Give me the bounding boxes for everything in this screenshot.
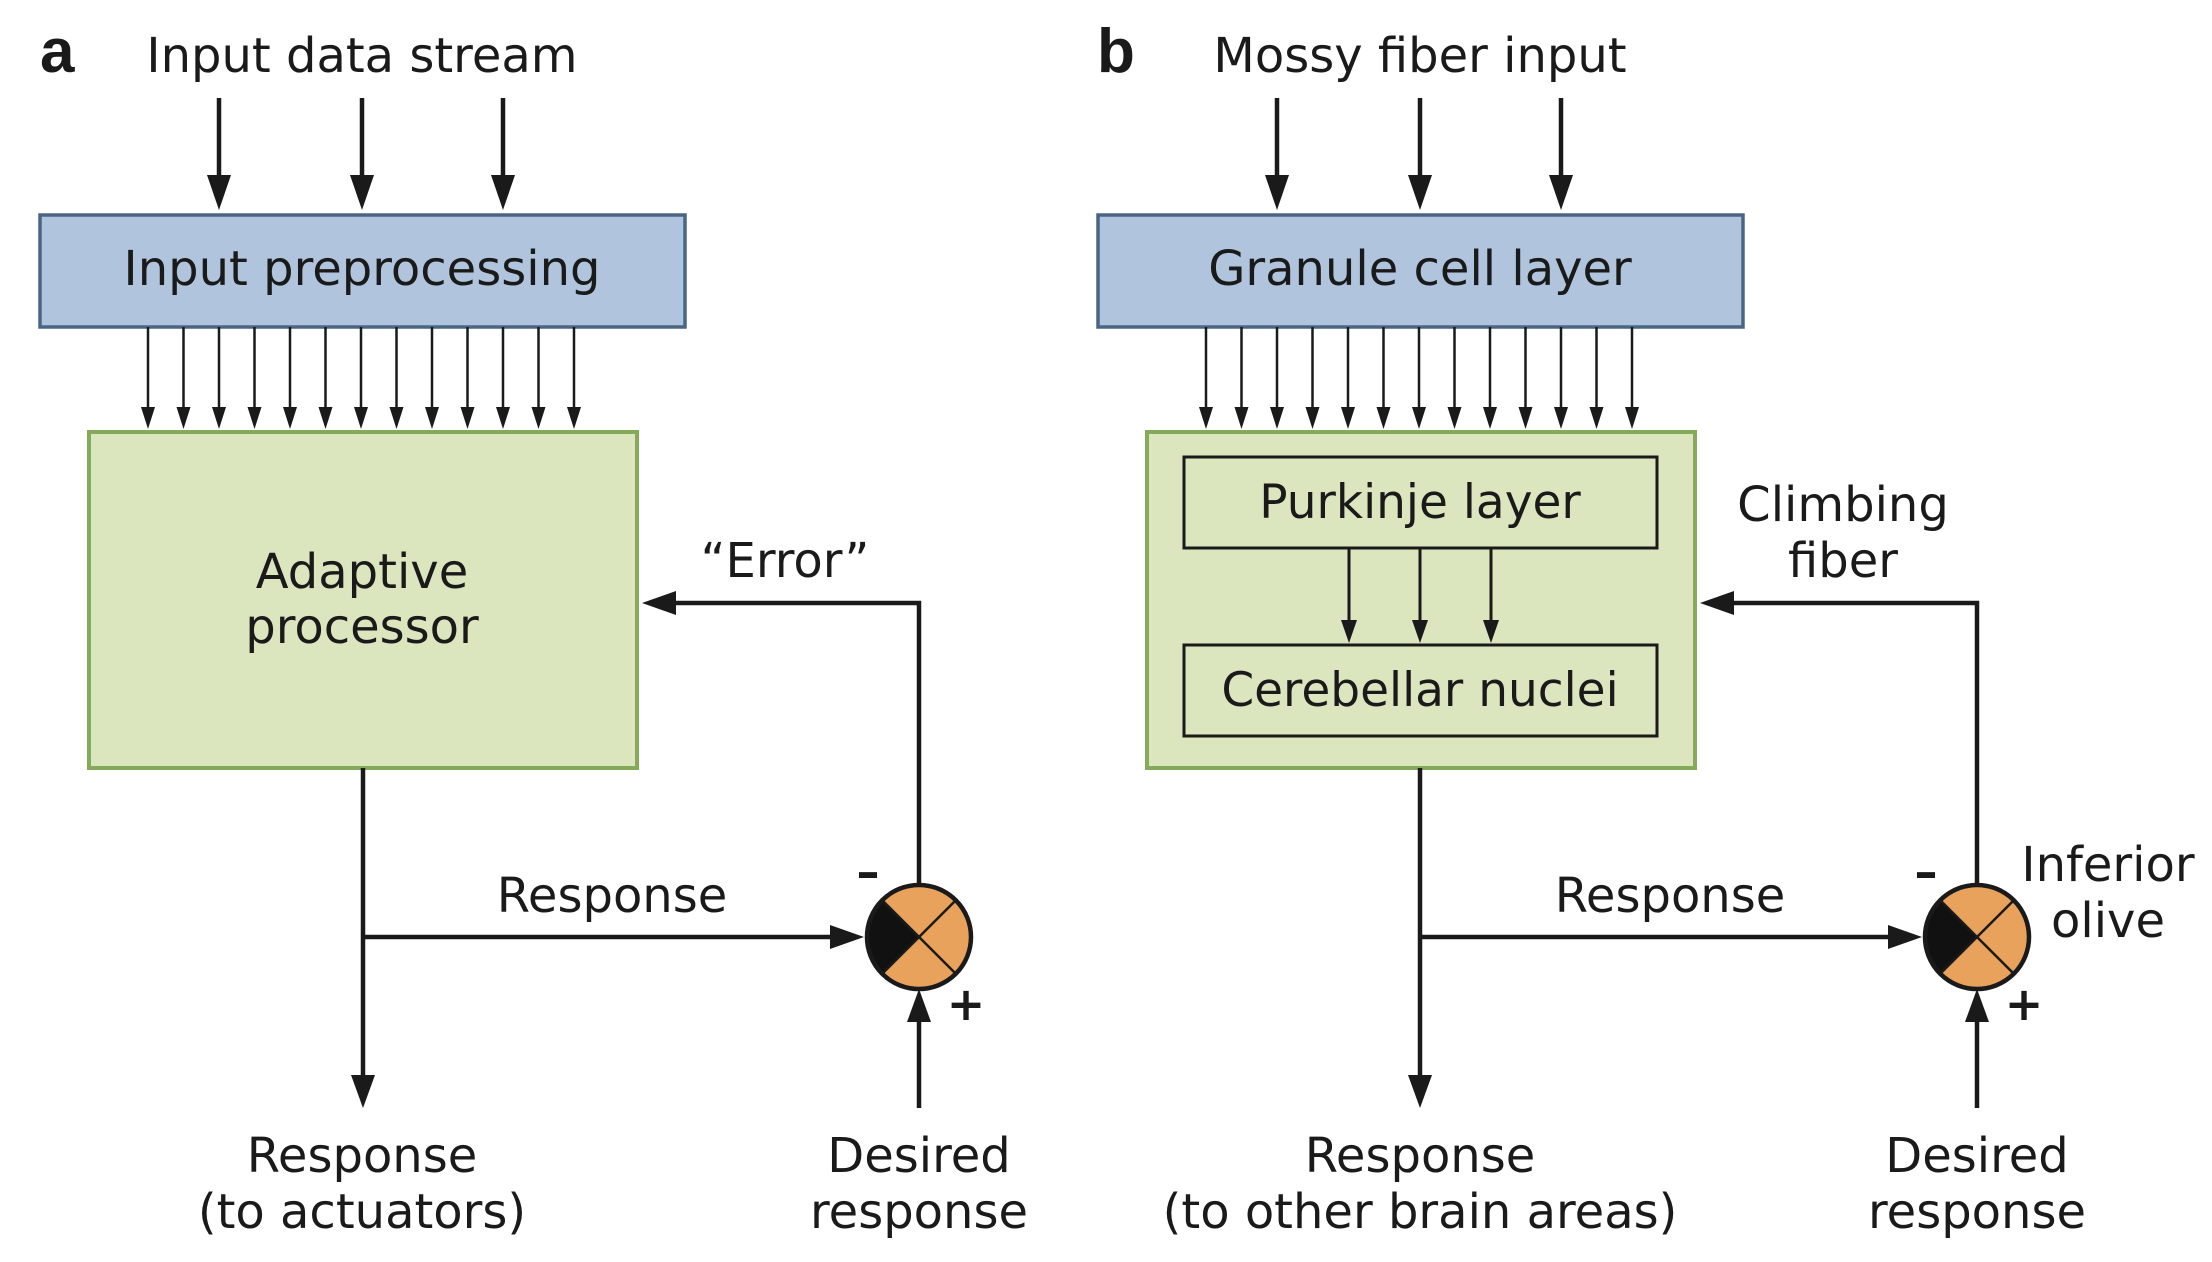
input-preprocessing-box [38, 213, 687, 329]
panel-a-response-label: Response [497, 868, 728, 924]
comparator-dark-sector [866, 900, 919, 974]
output-arrow-head [1408, 1075, 1432, 1108]
fan-arrow-head [531, 407, 546, 429]
comparator-dark-sector [1924, 900, 1977, 974]
fan-arrow-head [425, 407, 439, 429]
fan-arrow-head [460, 407, 475, 429]
fan-arrow-head [141, 407, 155, 429]
purkinje-layer-label: Purkinje layer [1259, 475, 1581, 530]
panel-a: a Input data stream Input preprocessing … [38, 17, 1028, 1240]
input-arrow-head [1408, 175, 1432, 210]
comparator-cross [881, 899, 957, 975]
panel-a-output-label-line2: (to actuators) [198, 1184, 526, 1240]
fan-arrow-head [1589, 407, 1604, 429]
panel-b-comparator [1922, 882, 2032, 992]
panel-b-input-label: Mossy fiber input [1213, 28, 1626, 84]
purkinje-to-nuclei-arrows [1341, 548, 1499, 643]
panel-b-desired-label-line1: Desired [1885, 1128, 2069, 1184]
panel-b-plus-sign: + [2005, 977, 2044, 1031]
input-arrow-head [207, 175, 231, 210]
input-arrow-head [1265, 175, 1289, 210]
error-arrow-head [642, 591, 676, 615]
panel-b-minus-sign: – [1915, 845, 1938, 899]
fan-arrow-head [1341, 407, 1355, 429]
panel-b-output-label-line1: Response [1305, 1128, 1536, 1184]
panel-a-error-label: “Error” [701, 533, 870, 589]
comparator-cross [1939, 899, 2015, 975]
fan-arrow-head [496, 407, 510, 429]
fan-arrow-head [212, 407, 226, 429]
fan-arrow-head [389, 407, 404, 429]
panel-b-fan-arrows [1199, 327, 1639, 429]
panel-a-fan-arrows [141, 327, 581, 429]
fan-arrow-head [1234, 407, 1249, 429]
inner-arrow-head [1341, 620, 1357, 643]
response-arrow-head [1888, 925, 1922, 949]
fan-arrow-head [176, 407, 191, 429]
climbing-fiber-label-line2: fiber [1788, 533, 1898, 589]
input-arrow-head [491, 175, 515, 210]
panel-a-minus-sign: – [857, 845, 880, 899]
inferior-olive-label-line2: olive [2051, 893, 2165, 949]
fan-arrow-head [1305, 407, 1320, 429]
panel-b-response-label: Response [1555, 868, 1786, 924]
cerebellar-nuclei-box [1182, 643, 1659, 738]
inner-arrow-head [1483, 620, 1499, 643]
fan-arrow-head [1376, 407, 1391, 429]
panel-a-input-label: Input data stream [146, 28, 577, 84]
granule-cell-layer-box [1096, 213, 1745, 329]
panel-a-desired-label-line1: Desired [827, 1128, 1011, 1184]
fan-arrow-head [354, 407, 368, 429]
fan-arrow-head [247, 407, 262, 429]
panel-a-input-arrows [207, 98, 515, 210]
adaptive-processor-label-line2: processor [245, 599, 479, 655]
panel-a-letter: a [40, 17, 75, 86]
adaptive-processor-label-line1: Adaptive [256, 544, 468, 600]
desired-arrow-head [907, 989, 931, 1022]
climbing-fiber-label-line1: Climbing [1737, 477, 1949, 533]
panel-b-input-arrows [1265, 98, 1573, 210]
panel-a-plus-sign: + [947, 977, 986, 1031]
inner-arrow-head [1412, 620, 1428, 643]
fan-arrow-head [283, 407, 297, 429]
panel-a-output-label-line1: Response [247, 1128, 478, 1184]
fan-arrow-head [1554, 407, 1568, 429]
panel-a-comparator [864, 882, 974, 992]
input-arrow-head [1549, 175, 1573, 210]
climbing-fiber-arrow-head [1700, 591, 1734, 615]
panel-b: b Mossy fiber input Granule cell layer P… [1096, 17, 2195, 1240]
input-preprocessing-label: Input preprocessing [124, 241, 601, 297]
cerebellar-nuclei-label: Cerebellar nuclei [1221, 663, 1618, 718]
fan-arrow-head [1199, 407, 1213, 429]
desired-arrow-head [1965, 989, 1989, 1022]
granule-cell-layer-label: Granule cell layer [1208, 241, 1632, 297]
response-arrow-head [830, 925, 864, 949]
error-feedback-line [668, 600, 922, 885]
fan-arrow-head [567, 407, 581, 429]
panel-b-desired-label-line2: response [1868, 1184, 2086, 1240]
climbing-fiber-line [1726, 600, 1980, 885]
fan-arrow-head [1625, 407, 1639, 429]
fan-arrow-head [1412, 407, 1426, 429]
panel-b-output-label-line2: (to other brain areas) [1163, 1184, 1678, 1240]
input-arrow-head [350, 175, 374, 210]
fan-arrow-head [1518, 407, 1533, 429]
inferior-olive-label-line1: Inferior [2021, 837, 2194, 893]
panel-b-letter: b [1097, 17, 1135, 86]
panel-a-desired-label-line2: response [810, 1184, 1028, 1240]
fan-arrow-head [1447, 407, 1462, 429]
fan-arrow-head [318, 407, 333, 429]
output-arrow-head [351, 1075, 375, 1108]
fan-arrow-head [1483, 407, 1497, 429]
fan-arrow-head [1270, 407, 1284, 429]
